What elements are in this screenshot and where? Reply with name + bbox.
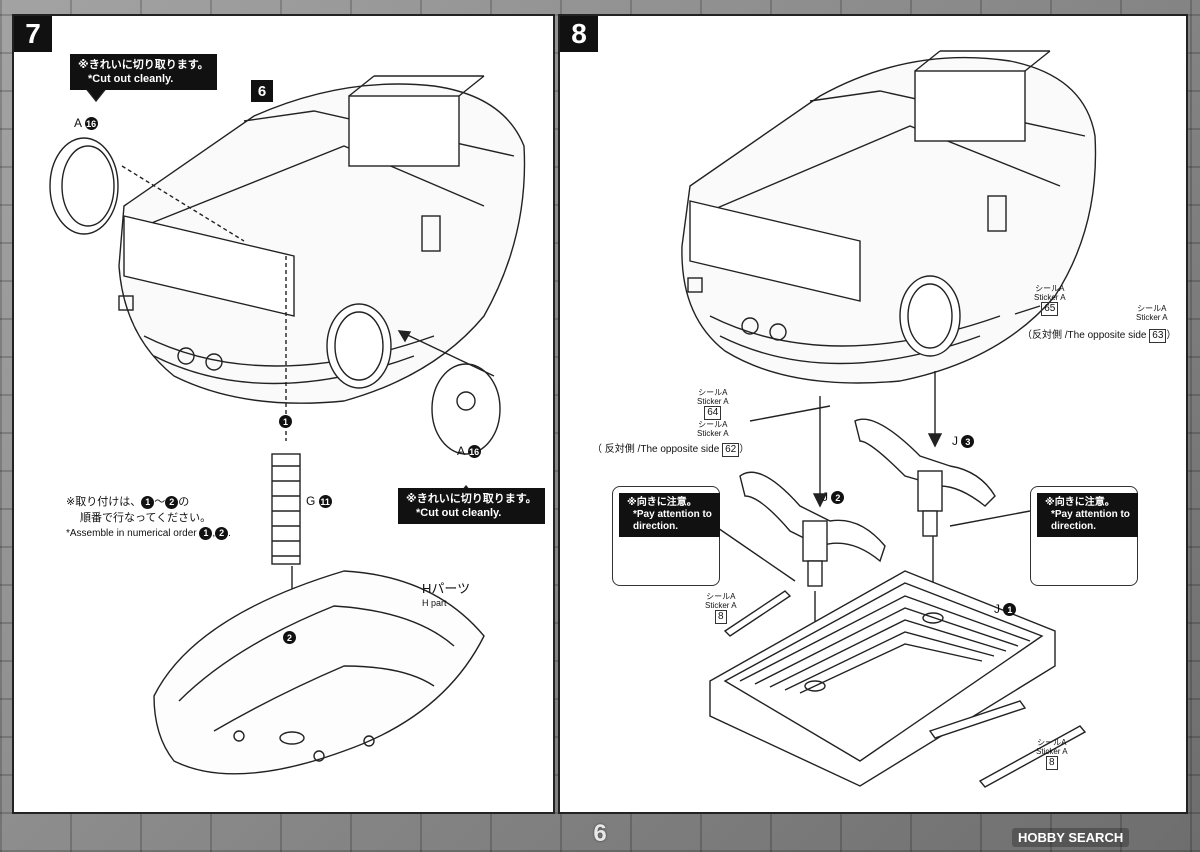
part-letter: G [306,494,316,508]
instruction-line-3: *Assemble in numerical order 1,2. [66,526,231,540]
page-number: 6 [593,820,607,847]
part-number: 16 [467,445,481,459]
part-label-a16-left: A 16 [74,116,98,131]
sticker-8-right-label: シールA Sticker A 8 [1036,738,1068,770]
sticker-63-opposite-side: （反対側 /The opposite side 63） [1022,329,1177,343]
direction-note-box-left: ※向きに注意。 *Pay attention to direction. [612,486,720,586]
direction-note-box-right: ※向きに注意。 *Pay attention to direction. [1030,486,1138,586]
cut-cleanly-note-right: ※きれいに切り取ります。 *Cut out cleanly. [398,488,545,524]
ship-hull-assembly-drawing [49,75,526,775]
part-number: 11 [318,495,332,509]
sticker-8-left-label: シールA Sticker A 8 [705,592,737,624]
part-label-a16-right: A 16 [457,444,481,459]
part-label-j3: J 3 [952,434,975,449]
instruction-line-2: 順番で行なってください。 [80,512,212,524]
sticker-64-label: シールA Sticker A 64 [697,388,729,420]
part-label-j2: J 2 [822,490,845,505]
step-ref-badge: 6 [251,80,273,102]
note-jp-text: ※きれいに切り取ります。 [78,59,209,71]
assembly-step-1-marker: 1 [279,414,292,429]
sticker-62-opposite-side: （ 反対側 /The opposite side 62） [592,443,750,457]
instruction-page-step-8: 8 シールA Sticker A 65 シールA Sticker A （反対側 … [558,14,1188,814]
direction-note-right: ※向きに注意。 *Pay attention to direction. [1037,493,1138,537]
direction-note-left: ※向きに注意。 *Pay attention to direction. [619,493,720,537]
hobby-search-watermark: HOBBY SEARCH [1012,828,1130,847]
note-en-text: *Cut out cleanly. [88,73,174,85]
h-part-label: Hパーツ H part [422,581,471,609]
part-number: 16 [84,117,98,131]
sticker-65-label: シールA Sticker A 65 [1034,284,1066,316]
part-letter: A [457,444,465,458]
assembly-step-2-marker: 2 [283,630,296,645]
sticker-a-label-63: シールA Sticker A [1136,304,1168,322]
cut-cleanly-note-top: ※きれいに切り取ります。 *Cut out cleanly. [70,54,217,90]
part-label-g11: G 11 [306,494,332,509]
part-letter: A [74,116,82,130]
instruction-page-step-7: 7 ※きれいに切り取ります。 *Cut out cleanly. 6 A 16 … [12,14,555,814]
ship-stand-assembly-drawing [646,50,1102,788]
note-en-text: *Cut out cleanly. [416,507,502,519]
step-number-badge: 8 [560,16,598,52]
sticker-a-label-62: シールA Sticker A [697,420,729,438]
note-jp-text: ※きれいに切り取ります。 [406,493,537,505]
step-number-badge: 7 [14,16,52,52]
part-label-j1: J 1 [994,602,1017,617]
